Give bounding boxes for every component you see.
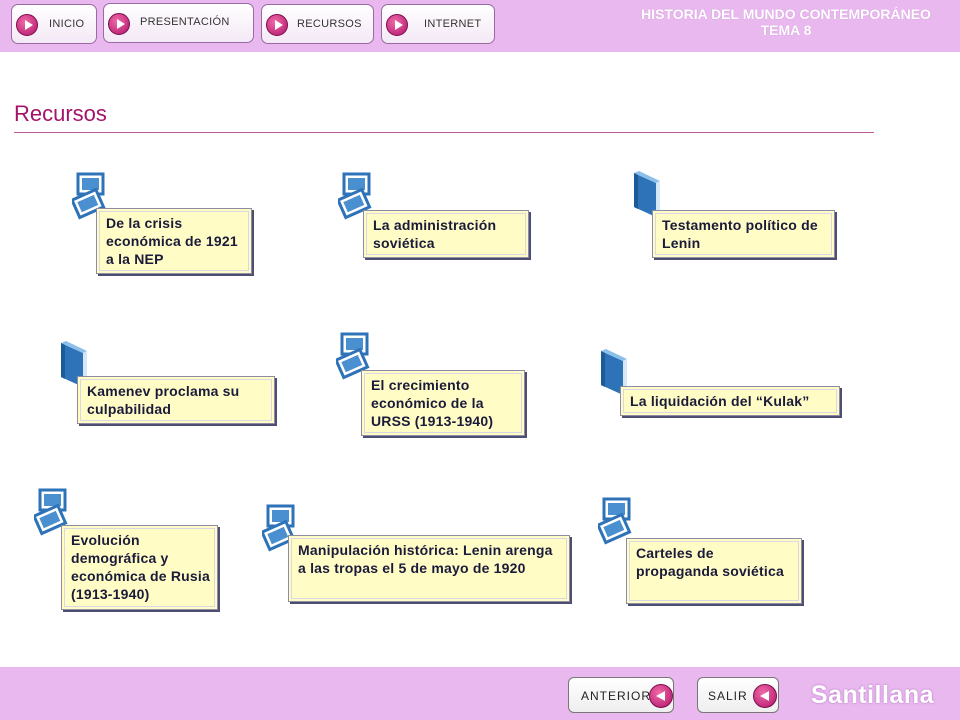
play-icon [108, 13, 130, 35]
title-divider [14, 132, 874, 133]
play-icon [16, 14, 38, 36]
resource-administracion-sovietica[interactable]: La administración soviética [363, 210, 529, 258]
resource-kamenev[interactable]: Kamenev proclama su culpabilidad [77, 376, 275, 424]
nav-internet-label: INTERNET [424, 18, 482, 30]
salir-button[interactable]: SALIR [697, 677, 779, 713]
page-title: Recursos [14, 101, 107, 126]
resource-carteles-propaganda[interactable]: Carteles de propaganda soviética [626, 538, 802, 604]
nav-internet-button[interactable]: INTERNET [381, 4, 495, 44]
course-title: HISTORIA DEL MUNDO CONTEMPORÁNEO TEMA 8 [626, 6, 946, 38]
resource-crisis-nep[interactable]: De la crisis económica de 1921 a la NEP [96, 208, 252, 274]
course-title-line1: HISTORIA DEL MUNDO CONTEMPORÁNEO [641, 6, 931, 22]
santillana-logo: Santillana [810, 681, 934, 709]
resource-manipulacion-lenin[interactable]: Manipulación histórica: Lenin arenga a l… [288, 535, 570, 602]
resource-crecimiento-urss[interactable]: El crecimiento económico de la URSS (191… [361, 370, 525, 436]
resource-liquidacion-kulak[interactable]: La liquidación del “Kulak” [620, 386, 840, 416]
nav-presentacion-label: PRESENTACIÓN [140, 16, 230, 28]
resource-testamento-lenin[interactable]: Testamento político de Lenin [652, 210, 835, 258]
nav-presentacion-button[interactable]: PRESENTACIÓN [103, 3, 254, 43]
resource-evolucion-demografica[interactable]: Evolución demográfica y económica de Rus… [61, 525, 218, 610]
anterior-button[interactable]: ANTERIOR [568, 677, 674, 713]
nav-recursos-label: RECURSOS [297, 18, 362, 30]
back-arrow-icon [649, 684, 673, 708]
nav-inicio-button[interactable]: INICIO [11, 4, 97, 44]
bottom-bar [0, 667, 960, 720]
anterior-label: ANTERIOR [581, 689, 652, 703]
back-arrow-icon [753, 684, 777, 708]
play-icon [386, 14, 408, 36]
salir-label: SALIR [708, 689, 748, 703]
course-title-line2: TEMA 8 [760, 22, 812, 38]
play-icon [266, 14, 288, 36]
nav-recursos-button[interactable]: RECURSOS [261, 4, 374, 44]
nav-inicio-label: INICIO [49, 18, 85, 30]
